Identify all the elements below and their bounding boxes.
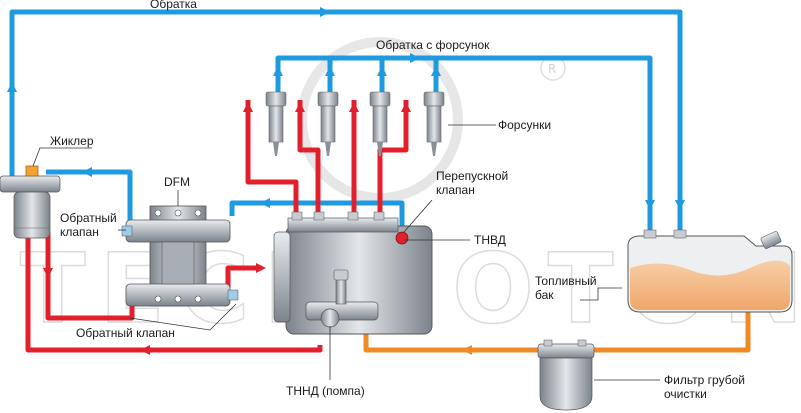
jet-filter-assembly xyxy=(0,165,61,239)
labels: Обратка Обратка с форсунок Форсунки Жикл… xyxy=(50,0,745,401)
svg-text:R: R xyxy=(548,62,556,76)
pressure-arrows xyxy=(43,102,411,355)
coarse-filter xyxy=(537,339,595,411)
injectors xyxy=(265,91,445,156)
label-tnvd: ТНВД xyxy=(474,233,506,247)
check-valve-upper-icon xyxy=(121,225,133,237)
pressure-line-bottom xyxy=(25,182,323,353)
jet-nozzle-icon xyxy=(25,165,39,177)
injector-3 xyxy=(369,91,391,156)
return-arrows xyxy=(7,7,685,210)
return-line-injectors xyxy=(275,55,653,232)
return-line-top xyxy=(9,9,683,232)
injector-1 xyxy=(265,91,287,156)
coarse-filter-bowl xyxy=(539,357,593,411)
injector-4 xyxy=(423,91,445,156)
injector-2 xyxy=(317,91,339,156)
pressure-line-1 xyxy=(245,100,299,222)
pressure-lines xyxy=(25,100,409,353)
label-return-injectors: Обратка с форсунок xyxy=(376,38,490,52)
check-valve-lower-icon xyxy=(227,289,239,301)
label-tnnd: ТННД (помпа) xyxy=(286,384,365,398)
dfm-meter xyxy=(121,205,239,307)
bypass-valve-icon xyxy=(395,231,409,245)
tank-cap-icon xyxy=(760,231,782,249)
label-injectors: Форсунки xyxy=(498,118,551,132)
tnnd-pump xyxy=(305,269,379,328)
label-jet: Жиклер xyxy=(50,134,94,148)
label-dfm: DFM xyxy=(164,175,190,189)
dfm-lower-chamber xyxy=(125,283,231,307)
leader-lines xyxy=(32,124,660,381)
label-check-valve-lower: Обратный клапан xyxy=(76,326,175,340)
tank-fuel-level xyxy=(630,260,790,310)
pressure-line-dfm-tnvd xyxy=(225,265,262,288)
dfm-upper-chamber xyxy=(125,219,231,243)
jet-head xyxy=(0,175,61,193)
pressure-line-2 xyxy=(297,100,321,222)
pressure-line-4 xyxy=(377,100,409,222)
fine-filter-body xyxy=(13,191,51,239)
return-line-dfm-jet xyxy=(46,169,133,228)
suction-arrows xyxy=(462,345,472,355)
fuel-tank xyxy=(627,229,793,313)
label-return-top: Обратка xyxy=(150,0,197,11)
suction-line-tank-filter xyxy=(578,312,751,353)
tnnd-inlet xyxy=(320,308,340,328)
